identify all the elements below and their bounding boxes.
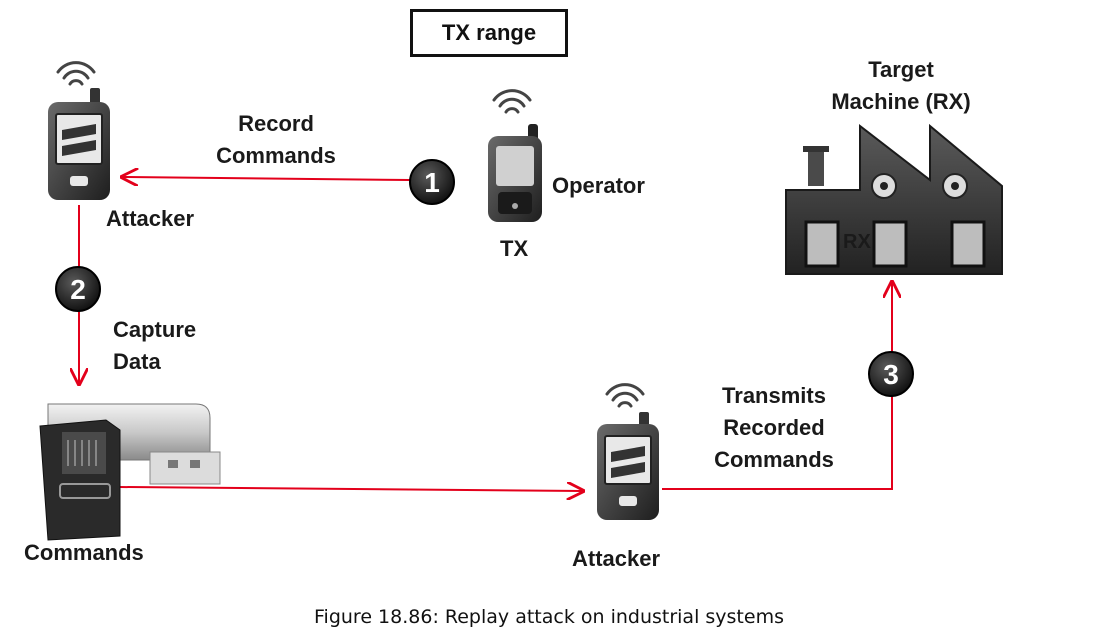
transmits-label: Transmits Recorded Commands <box>714 383 834 472</box>
operator-label: Operator <box>552 173 645 198</box>
step-3-number: 3 <box>883 359 899 390</box>
tx-label: TX <box>500 236 529 261</box>
step-1-badge: 1 <box>409 159 455 205</box>
attacker-bottom-icon <box>597 383 659 520</box>
attacker-top-icon <box>48 61 110 200</box>
target-machine-label: Target Machine (RX) <box>831 57 971 114</box>
capture-data-label: Capture Data <box>113 317 197 374</box>
tx-range-label: TX range <box>441 20 537 45</box>
operator-tx-icon <box>488 89 542 222</box>
step-2-badge: 2 <box>55 266 101 312</box>
step-2-number: 2 <box>70 274 86 305</box>
rx-label: RX <box>843 231 871 253</box>
step-3-badge: 3 <box>868 351 914 397</box>
arrow-record <box>122 177 411 180</box>
arrow-transmit <box>662 282 892 490</box>
figure-caption: Figure 18.86: Replay attack on industria… <box>314 606 784 628</box>
tx-range-box: TX range <box>410 9 568 57</box>
attacker-bottom-label: Attacker <box>572 546 661 571</box>
target-machine-icon <box>785 123 1003 275</box>
step-1-number: 1 <box>424 167 440 198</box>
arrow-to-attacker <box>119 487 583 491</box>
captured-commands-icon <box>39 403 221 541</box>
commands-label: Commands <box>24 540 144 565</box>
attacker-top-label: Attacker <box>106 206 195 231</box>
record-commands-label: Record Commands <box>216 111 336 168</box>
